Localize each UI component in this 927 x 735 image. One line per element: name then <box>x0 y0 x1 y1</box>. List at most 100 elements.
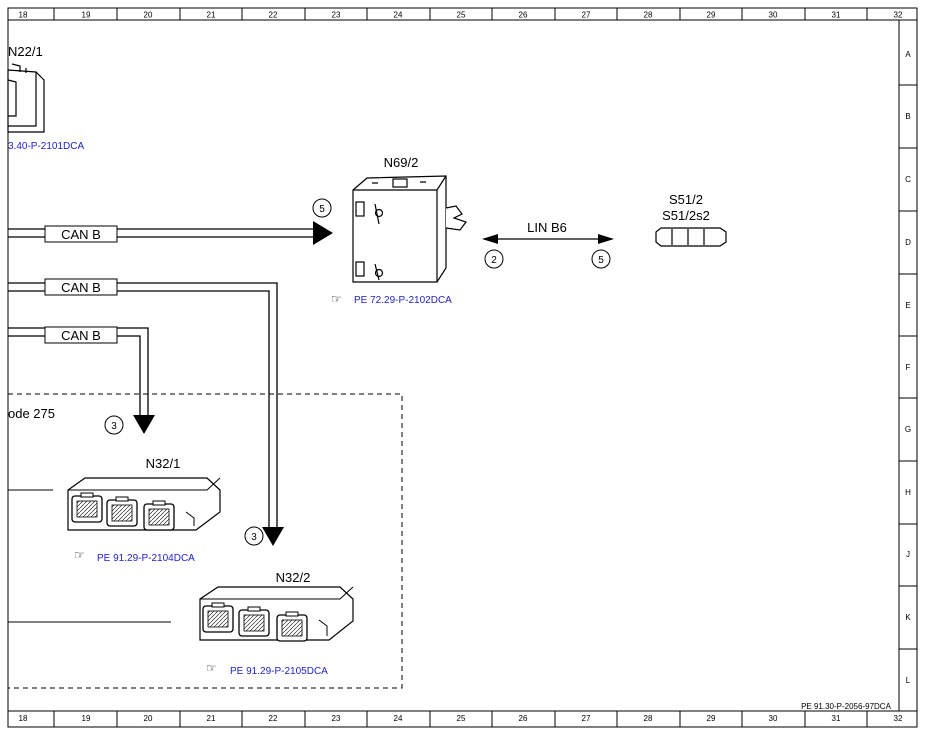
row-letter: B <box>905 112 910 121</box>
n32-2-reference-link[interactable]: ☞ PE 91.29-P-2105DCA <box>206 661 328 677</box>
col-number: 21 <box>207 714 216 723</box>
col-number: 22 <box>269 11 278 20</box>
s51-2-label: S51/2 <box>669 192 703 207</box>
ecu-module-icon <box>199 586 354 642</box>
equipment-code-box: ode 275 <box>8 393 403 689</box>
can-b-label: CAN B <box>61 280 101 295</box>
row-dividers <box>899 84 917 650</box>
row-letter: A <box>905 50 911 59</box>
component-n22-1[interactable]: N22/1 3.40-P-2101DCA <box>7 44 84 152</box>
col-number: 25 <box>457 714 466 723</box>
drawing-frame <box>7 7 918 728</box>
n32-1-label: N32/1 <box>146 456 181 471</box>
can-b-label-box <box>44 326 118 344</box>
pin-circle <box>484 249 504 269</box>
pointing-hand-icon: ☞ <box>74 548 85 562</box>
n32-2-label: N32/2 <box>276 570 311 585</box>
col-number: 22 <box>269 714 278 723</box>
col-number: 20 <box>144 11 153 20</box>
pointing-hand-icon: ☞ <box>206 661 217 675</box>
pin-number: 5 <box>598 255 604 266</box>
n22-1-label: N22/1 <box>8 44 43 59</box>
pointing-hand-icon: ☞ <box>331 292 342 306</box>
row-letter: F <box>906 363 911 372</box>
pin-number: 5 <box>319 204 325 215</box>
row-letter: E <box>905 301 910 310</box>
pin-number: 3 <box>111 421 117 432</box>
pin-circle <box>312 198 332 218</box>
can-b-label-box <box>44 278 118 296</box>
column-numbers-top: 18 19 20 21 22 23 24 25 26 27 28 29 30 3… <box>19 11 903 20</box>
col-number: 30 <box>769 11 778 20</box>
row-letters: A B C D E F G H J K L <box>905 50 911 685</box>
pin-circle <box>244 526 264 546</box>
n32-2-reference-text: PE 91.29-P-2105DCA <box>230 666 328 677</box>
n32-1-reference-link[interactable]: ☞ PE 91.29-P-2104DCA <box>74 548 195 564</box>
col-number: 29 <box>707 714 716 723</box>
col-number: 19 <box>82 714 91 723</box>
component-n69-2[interactable]: N69/2 5 ☞ PE 72.29-P-2102DCA <box>312 155 467 306</box>
s51-2-sublabel: S51/2s2 <box>662 208 710 223</box>
component-n32-1[interactable]: N32/1 3 ☞ PE 91.29-P-2104DCA <box>8 415 221 564</box>
n69-2-label: N69/2 <box>384 155 419 170</box>
row-letter: G <box>905 425 911 434</box>
row-letter: J <box>906 550 910 559</box>
col-number: 29 <box>707 11 716 20</box>
arrow-head <box>598 234 614 244</box>
col-number: 18 <box>19 11 28 20</box>
arrow-head <box>313 221 333 245</box>
arrow-head <box>262 527 284 546</box>
col-number: 18 <box>19 714 28 723</box>
row-letter: C <box>905 175 911 184</box>
arrow-head <box>133 415 155 434</box>
can-b-label: CAN B <box>61 227 101 242</box>
row-letter: L <box>906 676 911 685</box>
equipment-code-label: ode 275 <box>8 406 55 421</box>
ecu-module-icon <box>67 477 221 531</box>
col-number: 21 <box>207 11 216 20</box>
n22-1-module-icon <box>7 63 45 133</box>
col-number: 26 <box>519 11 528 20</box>
n32-1-reference-text: PE 91.29-P-2104DCA <box>97 553 195 564</box>
col-number: 32 <box>894 714 903 723</box>
footer-reference: PE 91.30-P-2056-97DCA <box>801 702 891 711</box>
n69-2-module-icon <box>352 175 467 283</box>
lin-b6-label: LIN B6 <box>527 220 567 235</box>
col-number: 19 <box>82 11 91 20</box>
lin-b6-connection: LIN B6 2 5 <box>482 220 614 269</box>
n22-1-reference-link[interactable]: 3.40-P-2101DCA <box>8 141 84 152</box>
switch-icon <box>655 227 727 247</box>
component-n32-2[interactable]: N32/2 3 ☞ PE 91.29-P-2105DCA <box>8 526 354 677</box>
col-number: 28 <box>644 11 653 20</box>
col-number: 32 <box>894 11 903 20</box>
col-number: 27 <box>582 714 591 723</box>
component-s51-2[interactable]: S51/2 S51/2s2 <box>655 192 727 247</box>
col-number: 20 <box>144 714 153 723</box>
col-number: 28 <box>644 714 653 723</box>
n69-2-reference-text: PE 72.29-P-2102DCA <box>354 295 452 306</box>
pin-number: 2 <box>491 255 497 266</box>
row-letter: K <box>905 613 911 622</box>
pin-number: 3 <box>251 532 257 543</box>
pin-circle <box>591 249 611 269</box>
col-number: 31 <box>832 714 841 723</box>
pin-circle <box>104 415 124 435</box>
column-numbers-bottom: 18 19 20 21 22 23 24 25 26 27 28 29 30 3… <box>19 714 903 723</box>
arrow-head <box>482 234 498 244</box>
col-number: 30 <box>769 714 778 723</box>
col-number: 27 <box>582 11 591 20</box>
col-number: 26 <box>519 714 528 723</box>
col-number: 24 <box>394 11 403 20</box>
col-number: 24 <box>394 714 403 723</box>
row-letter: D <box>905 238 911 247</box>
column-dividers <box>53 8 868 727</box>
col-number: 23 <box>332 714 341 723</box>
row-letter: H <box>905 488 911 497</box>
col-number: 25 <box>457 11 466 20</box>
n69-2-reference-link[interactable]: ☞ PE 72.29-P-2102DCA <box>331 292 452 306</box>
can-b-label: CAN B <box>61 328 101 343</box>
can-b-line-1: CAN B <box>8 221 333 245</box>
col-number: 31 <box>832 11 841 20</box>
col-number: 23 <box>332 11 341 20</box>
